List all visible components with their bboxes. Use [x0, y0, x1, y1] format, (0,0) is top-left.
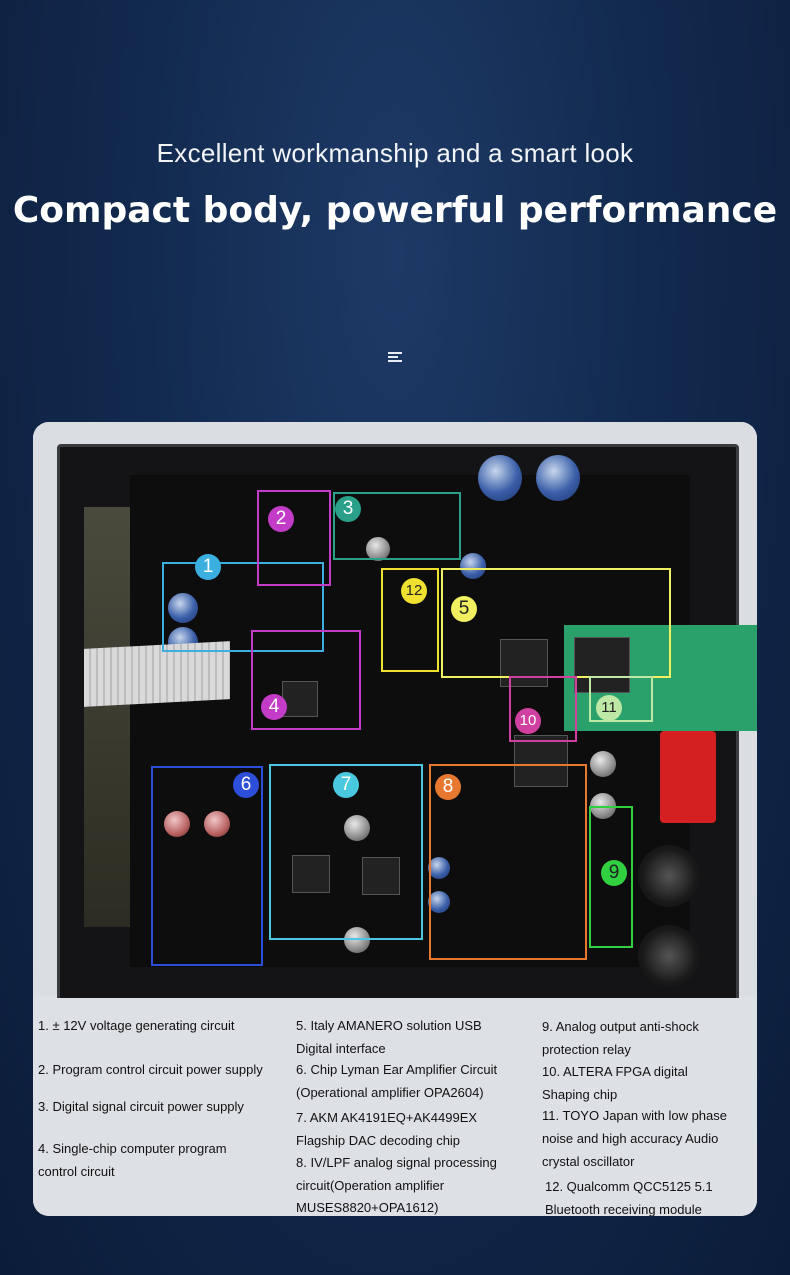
capacitor: [344, 815, 370, 841]
zone-2: [257, 490, 331, 586]
zone-1: [162, 562, 324, 652]
zone-7: [269, 764, 423, 940]
capacitor: [428, 891, 450, 913]
zone-10-badge: 10: [515, 708, 541, 734]
capacitor: [366, 537, 390, 561]
legend-item: Bluetooth receiving module: [545, 1202, 702, 1216]
legend-item: control circuit: [38, 1164, 115, 1179]
legend-item: 5. Italy AMANERO solution USB: [296, 1018, 482, 1033]
capacitor: [460, 553, 486, 579]
legend-item: 7. AKM AK4191EQ+AK4499EX: [296, 1110, 478, 1125]
legend-item: protection relay: [542, 1042, 631, 1057]
legend-item: Digital interface: [296, 1041, 386, 1056]
zone-6: [151, 766, 263, 966]
zone-12: [381, 568, 439, 672]
mcu-chip: [282, 681, 318, 717]
product-card: 1 2 3 4 5 6 7 8 9 10 11 12 1. ± 12V volt…: [33, 422, 757, 1216]
zone-7-badge: 7: [333, 772, 359, 798]
legend-item: 9. Analog output anti-shock: [542, 1019, 699, 1034]
legend-item: circuit(Operation amplifier: [296, 1178, 445, 1193]
capacitor: [168, 593, 198, 623]
legend-item: 12. Qualcomm QCC5125 5.1: [545, 1179, 713, 1194]
legend-item: Flagship DAC decoding chip: [296, 1133, 461, 1148]
legend: 1. ± 12V voltage generating circuit 2. P…: [33, 998, 757, 1216]
dac-chip: [292, 855, 330, 893]
menu-lines-icon: [388, 352, 402, 362]
legend-item: 4. Single-chip computer program: [38, 1141, 227, 1156]
xlr-connector: [638, 925, 700, 987]
rca-jack: [660, 731, 716, 823]
capacitor: [478, 455, 522, 501]
capacitor: [204, 811, 230, 837]
fpga-shaping-chip: [514, 735, 568, 787]
legend-item: noise and high accuracy Audio: [542, 1131, 719, 1146]
zone-6-badge: 6: [233, 772, 259, 798]
legend-item: MUSES8820+OPA1612): [296, 1200, 439, 1215]
legend-item: Shaping chip: [542, 1087, 618, 1102]
circuit-board-photo: 1 2 3 4 5 6 7 8 9 10 11 12: [33, 422, 757, 1010]
capacitor: [536, 455, 580, 501]
zone-4: [251, 630, 361, 730]
usb-chip: [574, 637, 630, 693]
legend-item: 2. Program control circuit power supply: [38, 1062, 263, 1077]
dac-chip: [362, 857, 400, 895]
zone-8: [429, 764, 587, 960]
header-subtitle: Excellent workmanship and a smart look: [156, 138, 634, 168]
zone-12-badge: 12: [401, 578, 427, 604]
legend-item: 6. Chip Lyman Ear Amplifier Circuit: [296, 1062, 498, 1077]
zone-5: [441, 568, 671, 678]
fpga-chip: [500, 639, 548, 687]
legend-item: 8. IV/LPF analog signal processing: [296, 1155, 497, 1170]
header-headline: Compact body, powerful performance: [12, 190, 778, 231]
zone-3: [333, 492, 461, 560]
capacitor: [428, 857, 450, 879]
zone-8-badge: 8: [435, 774, 461, 800]
zone-11-badge: 11: [596, 695, 622, 721]
legend-item: 11. TOYO Japan with low phase: [542, 1108, 727, 1123]
legend-item: crystal oscillator: [542, 1154, 635, 1169]
zone-11: [589, 676, 653, 722]
capacitor: [164, 811, 190, 837]
xlr-connector: [638, 845, 700, 907]
legend-item: 3. Digital signal circuit power supply: [38, 1099, 244, 1114]
zone-9-badge: 9: [601, 860, 627, 886]
zone-2-badge: 2: [268, 506, 294, 532]
zone-9: [589, 806, 633, 948]
zone-4-badge: 4: [261, 694, 287, 720]
capacitor: [344, 927, 370, 953]
legend-item: 10. ALTERA FPGA digital: [542, 1064, 688, 1079]
legend-item: 1. ± 12V voltage generating circuit: [38, 1018, 235, 1033]
capacitor: [590, 751, 616, 777]
zone-10: [509, 676, 577, 742]
zone-1-badge: 1: [195, 554, 221, 580]
zone-5-badge: 5: [451, 596, 477, 622]
legend-item: (Operational amplifier OPA2604): [296, 1085, 484, 1100]
zone-3-badge: 3: [335, 496, 361, 522]
